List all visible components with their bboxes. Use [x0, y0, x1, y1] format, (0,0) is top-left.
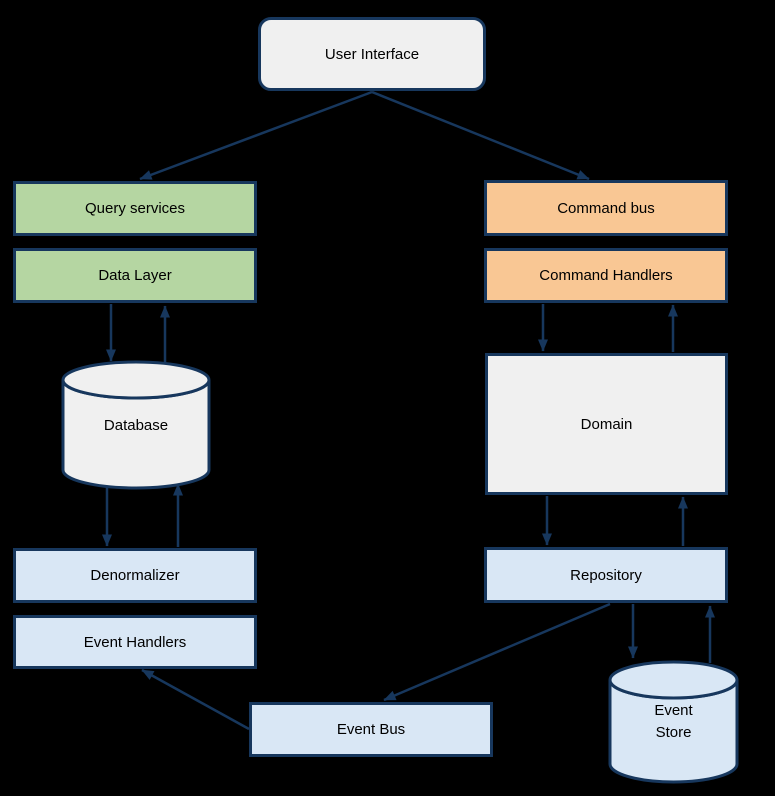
node-query-services: Query services [13, 181, 257, 236]
node-event-store: Event Store [610, 670, 737, 774]
node-event-bus-label: Event Bus [336, 721, 406, 738]
node-command-handlers-label: Command Handlers [539, 267, 673, 284]
node-domain-label: Domain [580, 415, 633, 433]
node-repository: Repository [484, 547, 728, 603]
node-event-handlers: Event Handlers [13, 615, 257, 669]
node-query-services-label: Query services [84, 200, 186, 217]
edge-user-interface-to-command-bus [371, 90, 590, 181]
node-command-bus-label: Command bus [557, 199, 655, 217]
edge-event-bus-to-event-handlers [141, 668, 250, 731]
node-denormalizer-label: Denormalizer [90, 567, 180, 584]
node-event-bus: Event Bus [249, 702, 493, 757]
node-command-bus: Command bus [484, 180, 728, 236]
edge-user-interface-to-query-services [139, 90, 373, 181]
node-denormalizer: Denormalizer [13, 548, 257, 603]
node-user-interface: User Interface [258, 17, 486, 91]
node-repository-label: Repository [570, 566, 642, 584]
node-event-handlers-label: Event Handlers [83, 633, 187, 651]
database-cylinder [61, 360, 211, 490]
event-store-cylinder [608, 660, 739, 784]
node-data-layer-label: Data Layer [98, 267, 172, 284]
node-database-label: Database [103, 416, 169, 434]
node-event-store-label: Event Store [654, 701, 693, 742]
edge-repository-to-event-bus [383, 602, 611, 702]
node-user-interface-label: User Interface [324, 45, 420, 63]
node-database: Database [63, 368, 209, 484]
node-command-handlers: Command Handlers [484, 248, 728, 303]
node-domain: Domain [485, 353, 728, 495]
node-data-layer: Data Layer [13, 248, 257, 303]
